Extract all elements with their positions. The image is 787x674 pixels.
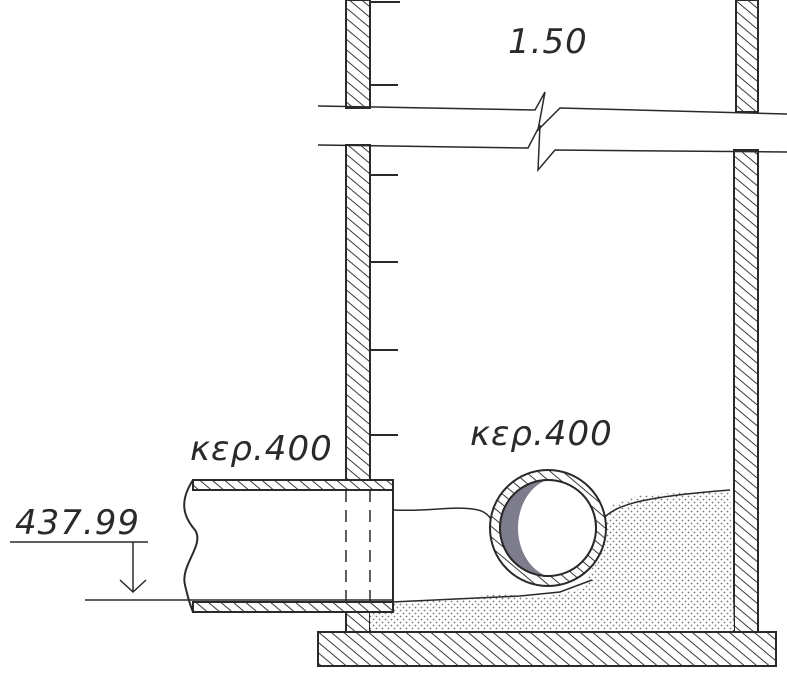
left-wall-lower (345, 144, 371, 635)
break-line (317, 91, 787, 173)
ladder-steps (370, 1, 400, 436)
right-outlet-pipe (489, 469, 607, 587)
right-wall-upper (735, 0, 759, 113)
right-wall-lower (733, 149, 759, 635)
base-slab (317, 631, 777, 667)
right-pipe-label: κερ.400 (470, 414, 613, 454)
left-wall-upper (345, 0, 371, 109)
width-dimension-label: 1.50 (508, 22, 588, 62)
invert-elevation-label: 437.99 (15, 503, 140, 543)
benching-fill (370, 489, 734, 630)
left-inlet-pipe (183, 479, 394, 613)
elevation-marker (10, 541, 392, 601)
channel-outline (393, 507, 497, 529)
left-pipe-label: κερ.400 (190, 429, 333, 469)
